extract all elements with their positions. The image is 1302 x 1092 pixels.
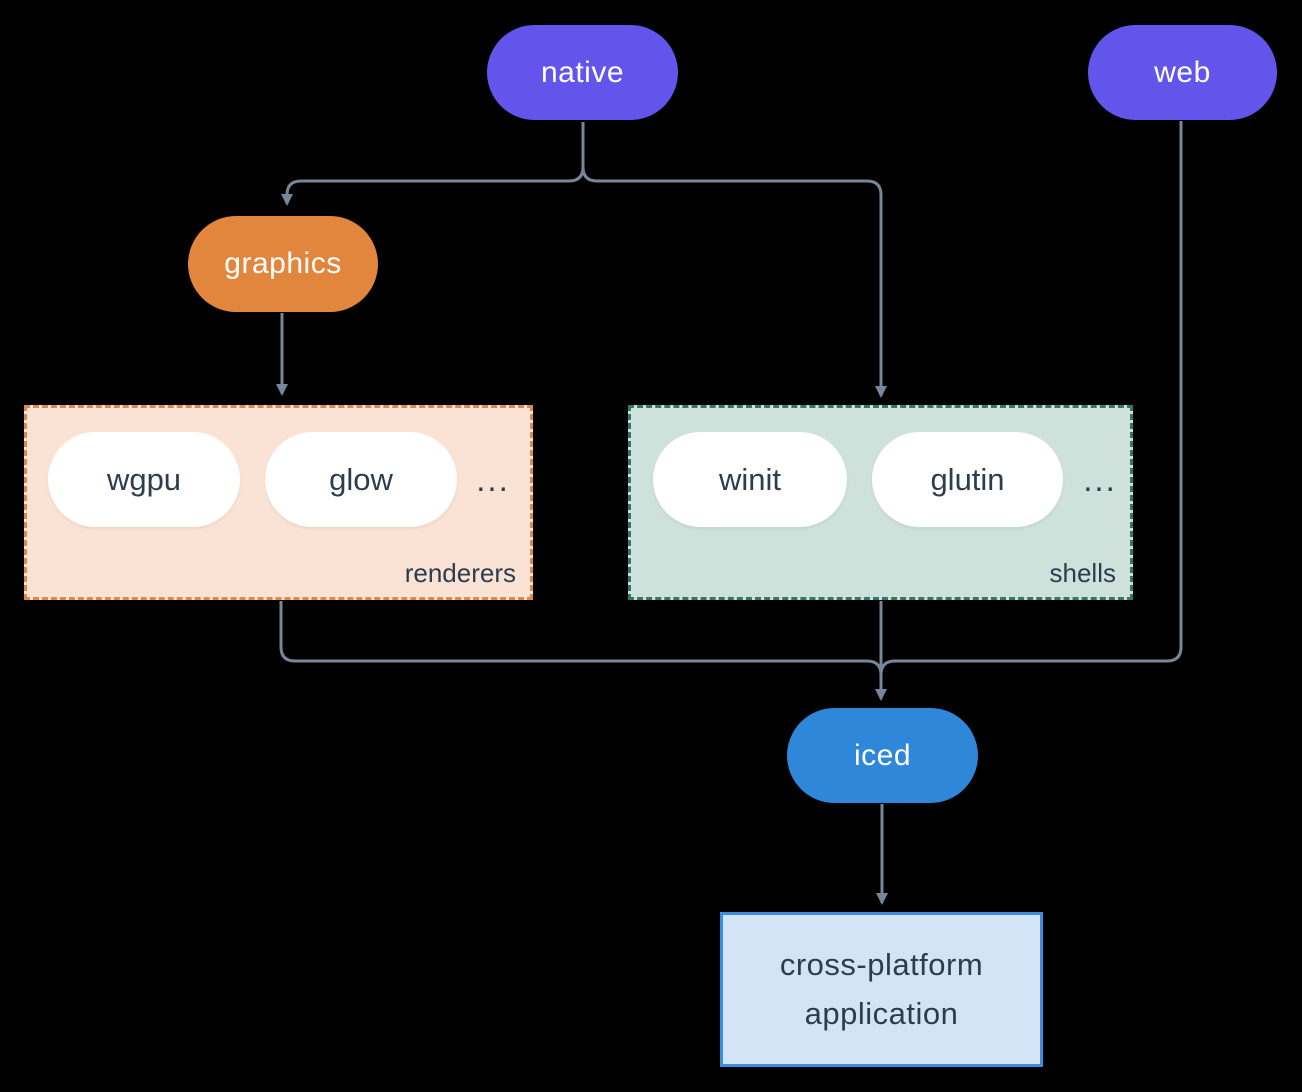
node-native: native xyxy=(487,25,678,120)
node-iced: iced xyxy=(787,708,978,803)
chip-wgpu-label: wgpu xyxy=(106,461,182,497)
renderers-ellipsis: ... xyxy=(476,460,510,498)
shells-ellipsis: ... xyxy=(1083,460,1117,498)
node-native-label: native xyxy=(540,55,625,89)
chip-glow: glow xyxy=(265,432,457,527)
app-label-line-1: cross-platform xyxy=(779,947,984,983)
app-label-line-2: application xyxy=(804,995,959,1031)
node-graphics: graphics xyxy=(188,216,378,312)
edge-renderers-to-junction xyxy=(279,601,883,676)
chip-wgpu: wgpu xyxy=(48,432,240,527)
edge-web-to-junction xyxy=(879,121,1183,676)
edge-native-to-graphics xyxy=(281,122,585,206)
chip-winit-label: winit xyxy=(718,461,781,497)
node-web-label: web xyxy=(1154,55,1211,89)
node-cross-platform-application: cross-platform application xyxy=(720,912,1043,1067)
group-renderers-label: renderers xyxy=(404,558,516,588)
edge-native-to-shells xyxy=(581,166,887,398)
chip-glow-label: glow xyxy=(329,461,393,497)
node-graphics-label: graphics xyxy=(224,247,342,280)
group-shells-label: shells xyxy=(1049,558,1116,588)
chip-glutin: glutin xyxy=(872,432,1063,527)
node-web: web xyxy=(1088,25,1277,120)
chip-glutin-label: glutin xyxy=(930,461,1005,497)
chip-winit: winit xyxy=(653,432,847,527)
node-iced-label: iced xyxy=(853,738,912,772)
